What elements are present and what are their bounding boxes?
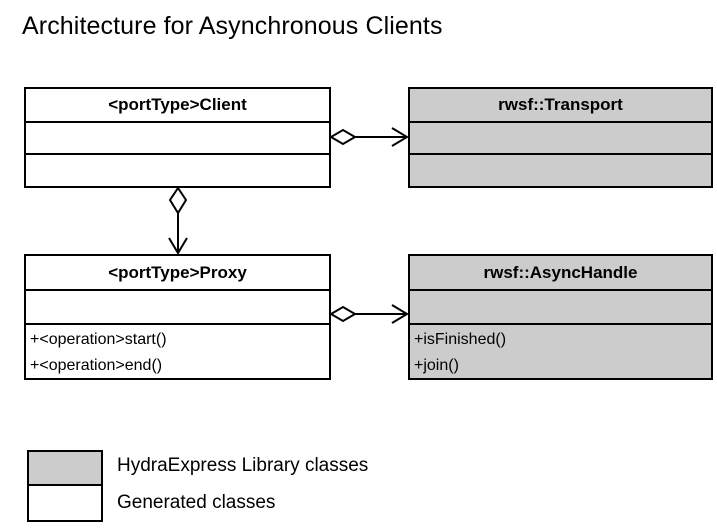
class-operations-compartment-client bbox=[26, 153, 329, 186]
class-attributes-compartment-client bbox=[26, 120, 329, 154]
class-name-client: <portType>Client bbox=[108, 94, 247, 114]
class-operations-compartment-transport bbox=[410, 153, 711, 186]
open-arrow-icon bbox=[391, 304, 409, 324]
class-box-transport[interactable]: rwsf::Transport bbox=[408, 87, 713, 188]
open-arrow-icon bbox=[168, 237, 188, 255]
class-operations-compartment-proxy: +<operation>start() +<operation>end() bbox=[26, 322, 329, 378]
legend-swatch-generated bbox=[29, 486, 101, 520]
connector-client-proxy bbox=[168, 186, 188, 255]
hollow-diamond-icon bbox=[168, 186, 188, 215]
class-box-client[interactable]: <portType>Client bbox=[24, 87, 331, 188]
hollow-diamond-icon bbox=[329, 128, 357, 146]
legend-label-library: HydraExpress Library classes bbox=[117, 455, 369, 476]
class-name-compartment-proxy: <portType>Proxy bbox=[26, 256, 329, 289]
class-name-compartment-transport: rwsf::Transport bbox=[410, 89, 711, 121]
legend-label-generated: Generated classes bbox=[117, 492, 276, 513]
class-attributes-compartment-proxy bbox=[26, 289, 329, 322]
operation-item: +<operation>end() bbox=[30, 356, 163, 374]
legend-swatch-library bbox=[29, 452, 101, 486]
class-name-proxy: <portType>Proxy bbox=[108, 262, 247, 282]
page-title: Architecture for Asynchronous Clients bbox=[22, 12, 443, 40]
class-name-compartment-client: <portType>Client bbox=[26, 89, 329, 121]
class-box-asynchandle[interactable]: rwsf::AsyncHandle +isFinished() +join() bbox=[408, 254, 713, 380]
class-box-proxy[interactable]: <portType>Proxy +<operation>start() +<op… bbox=[24, 254, 331, 380]
class-name-compartment-asynchandle: rwsf::AsyncHandle bbox=[410, 256, 711, 289]
class-operations-compartment-asynchandle: +isFinished() +join() bbox=[410, 322, 711, 378]
class-name-transport: rwsf::Transport bbox=[498, 94, 623, 114]
hollow-diamond-icon bbox=[329, 305, 357, 323]
operation-item: +isFinished() bbox=[414, 330, 507, 348]
operation-item: +<operation>start() bbox=[30, 330, 167, 348]
class-name-asynchandle: rwsf::AsyncHandle bbox=[483, 262, 638, 282]
open-arrow-icon bbox=[391, 127, 409, 147]
connector-client-transport bbox=[329, 127, 409, 147]
connector-proxy-asynchandle bbox=[329, 304, 409, 324]
class-attributes-compartment-asynchandle bbox=[410, 289, 711, 322]
class-attributes-compartment-transport bbox=[410, 120, 711, 154]
operation-item: +join() bbox=[414, 356, 459, 374]
legend-swatch-box bbox=[27, 450, 103, 522]
